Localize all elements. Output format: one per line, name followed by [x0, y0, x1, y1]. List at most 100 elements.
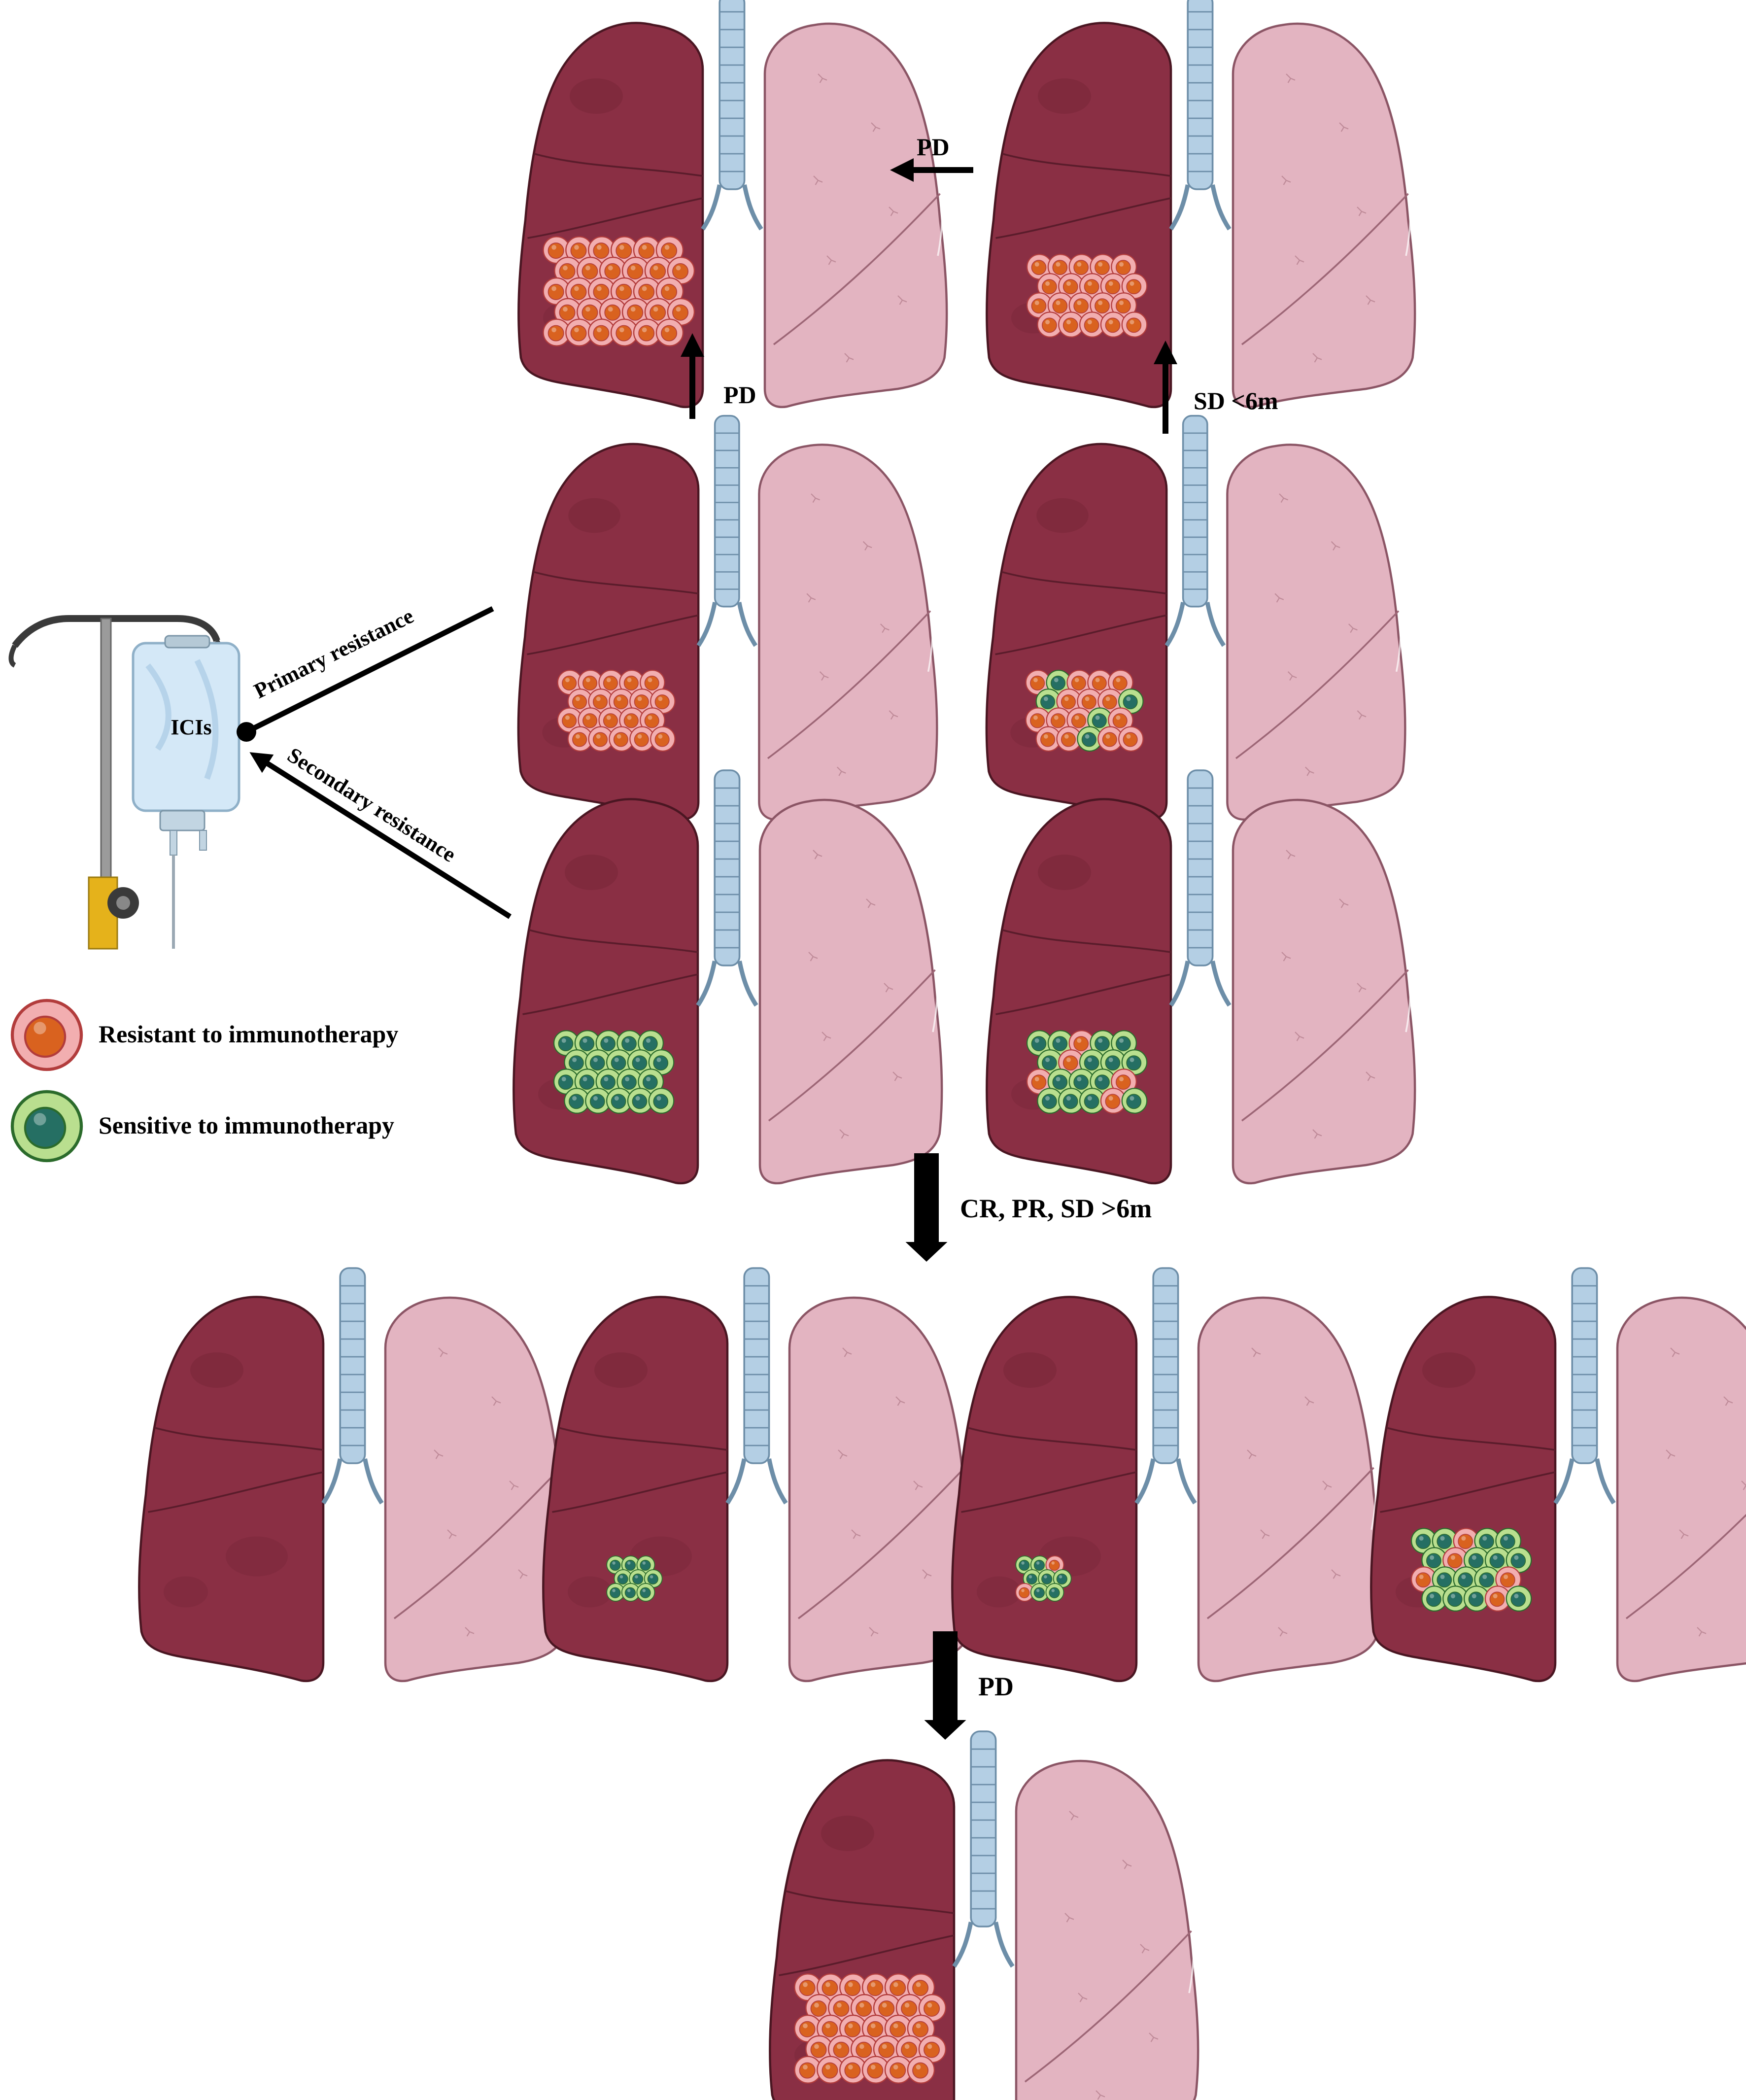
- resistant-cell-icon: [884, 2014, 913, 2043]
- resistant-cell-icon: [1047, 292, 1074, 318]
- resistant-cell-icon: [918, 2035, 947, 2064]
- resistant-cell-icon: [1026, 1068, 1053, 1095]
- lung-top-left: [518, 0, 947, 407]
- sensitive-cell-icon: [574, 1068, 601, 1095]
- resistant-cell-icon: [655, 277, 684, 306]
- resistant-cell-icon: [633, 277, 661, 306]
- sensitive-cell-icon: [1037, 1088, 1063, 1114]
- resistant-cell-icon: [1079, 273, 1105, 299]
- primary-resistance-dot: [237, 722, 256, 742]
- sensitive-cell-icon: [1121, 1049, 1148, 1075]
- sensitive-cell-icon: [616, 1030, 643, 1056]
- sensitive-cell-icon: [606, 1583, 625, 1602]
- sensitive-cell-icon: [648, 1088, 675, 1114]
- resistant-cell-icon: [1046, 707, 1072, 733]
- sensitive-cell-icon: [1432, 1566, 1458, 1592]
- sensitive-cell-icon: [1087, 707, 1113, 733]
- resistant-cell-icon: [1015, 1583, 1034, 1602]
- resistant-cell-icon: [1045, 1555, 1064, 1575]
- legend-sensitive-cell-icon: [10, 1090, 83, 1163]
- resistant-cell-icon: [861, 2014, 890, 2043]
- lung-row4-1: [139, 1268, 567, 1681]
- resistant-cell-icon: [1111, 254, 1137, 280]
- resistant-cell-icon: [828, 2035, 856, 2064]
- tumor-cluster: [1025, 669, 1144, 752]
- resistant-cell-icon: [640, 707, 665, 733]
- sensitive-cell-icon: [644, 1569, 663, 1588]
- pd-bottom-arrow: [924, 1631, 966, 1740]
- resistant-cell-icon: [861, 1973, 890, 2001]
- legend-resistant-cell-icon: [10, 998, 83, 1071]
- sensitive-cell-icon: [614, 1569, 633, 1588]
- resistant-cell-icon: [873, 2035, 901, 2064]
- sensitive-cell-icon: [1090, 1030, 1116, 1056]
- resistant-cell-icon: [650, 726, 676, 752]
- sensitive-cell-icon: [1047, 1030, 1074, 1056]
- resistant-cell-icon: [805, 2035, 833, 2064]
- resistant-cell-icon: [884, 1973, 913, 2001]
- sensitive-cell-icon: [627, 1049, 653, 1075]
- resistant-cell-icon: [629, 689, 655, 714]
- resistant-cell-icon: [817, 2014, 845, 2043]
- sensitive-cell-icon: [1053, 1569, 1072, 1588]
- resistant-cell-icon: [10, 998, 83, 1071]
- resistant-cell-icon: [650, 689, 676, 714]
- sensitive-cell-icon: [627, 1088, 653, 1114]
- resistant-cell-icon: [1079, 311, 1105, 338]
- resistant-cell-icon: [667, 298, 695, 326]
- resistant-cell-icon: [918, 1994, 947, 2022]
- resistant-cell-icon: [1058, 1049, 1084, 1075]
- lung-row4-4: [1371, 1268, 1746, 1681]
- sensitive-cell-icon: [1421, 1585, 1447, 1612]
- sensitive-cell-icon: [564, 1088, 590, 1114]
- resistant-cell-icon: [794, 1973, 822, 2001]
- resistant-cell-icon: [619, 707, 645, 733]
- resistant-cell-icon: [610, 277, 639, 306]
- sensitive-cell-icon: [1058, 1088, 1084, 1114]
- resistant-cell-icon: [588, 726, 614, 752]
- resistant-cell-icon: [895, 2035, 924, 2064]
- secondary-resistance-arrow: [249, 752, 512, 919]
- sensitive-cell-icon: [1442, 1585, 1469, 1612]
- tumor-cluster: [606, 1555, 663, 1602]
- resistant-cell-icon: [609, 726, 634, 752]
- resistant-cell-icon: [1410, 1566, 1437, 1592]
- resistant-cell-icon: [1066, 707, 1092, 733]
- sensitive-cell-icon: [629, 1569, 648, 1588]
- tumor-cluster: [557, 669, 676, 752]
- lung-bottom: [770, 1731, 1198, 2100]
- pd-bottom-label: PD: [978, 1672, 1014, 1701]
- lung-row4-2: [543, 1268, 971, 1681]
- sensitive-cell-icon: [585, 1088, 611, 1114]
- sensitive-cell-icon: [1038, 1569, 1057, 1588]
- resistant-cell-icon: [655, 318, 684, 346]
- sensitive-cell-icon: [606, 1555, 625, 1575]
- sensitive-cell-icon: [616, 1068, 643, 1095]
- sensitive-cell-icon: [638, 1068, 664, 1095]
- resistant-cell-icon: [1035, 726, 1061, 752]
- resistant-cell-icon: [565, 277, 593, 306]
- icis-label: ICIs: [171, 715, 211, 739]
- tumor-cluster: [1015, 1555, 1072, 1602]
- sd-lt6m-label: SD <6m: [1194, 387, 1278, 414]
- sensitive-cell-icon: [1077, 726, 1102, 752]
- sensitive-cell-icon: [595, 1068, 622, 1095]
- sensitive-cell-icon: [606, 1088, 632, 1114]
- resistant-cell-icon: [1068, 254, 1095, 280]
- resistant-cell-icon: [1121, 273, 1148, 299]
- resistant-cell-icon: [1121, 311, 1148, 338]
- resistant-cell-icon: [598, 669, 624, 695]
- legend-resistant-label: Resistant to immunotherapy: [99, 1020, 398, 1048]
- tumor-cluster: [553, 1030, 675, 1114]
- sensitive-cell-icon: [636, 1555, 655, 1575]
- sensitive-cell-icon: [606, 1049, 632, 1075]
- lungs-layer: [139, 0, 1746, 2100]
- legend: Resistant to immunotherapy Sensitive to …: [10, 998, 398, 1163]
- sensitive-cell-icon: [1068, 1068, 1095, 1095]
- resistant-cell-icon: [588, 689, 614, 714]
- resistant-cell-icon: [1077, 689, 1102, 714]
- resistant-cell-icon: [667, 256, 695, 285]
- sensitive-cell-icon: [638, 1030, 664, 1056]
- lung-top-right: [987, 0, 1415, 407]
